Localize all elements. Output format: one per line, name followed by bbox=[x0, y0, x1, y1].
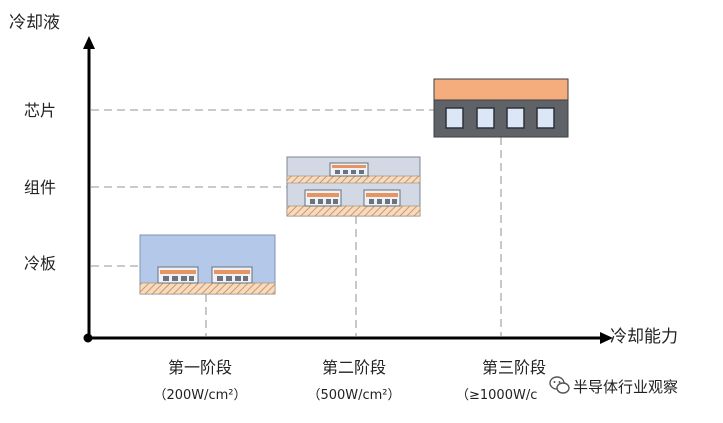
module-right-component bbox=[363, 189, 401, 207]
module-top-component bbox=[329, 162, 369, 177]
cold-plate-component-1 bbox=[157, 266, 199, 284]
stage-1-name: 第一阶段 bbox=[168, 358, 232, 377]
stage-1-capacity: （200W/cm²） bbox=[153, 388, 246, 403]
stage-3-capacity: （≥1000W/c bbox=[456, 388, 537, 403]
y-level-coldplate-label: 冷板 bbox=[24, 254, 56, 273]
cold-plate-illustration bbox=[139, 234, 276, 295]
stage-2-name: 第二阶段 bbox=[322, 358, 386, 377]
x-axis-arrow bbox=[600, 332, 613, 344]
y-axis-arrow bbox=[83, 36, 95, 49]
stage-2-capacity: （500W/cm²） bbox=[307, 388, 400, 403]
wechat-icon bbox=[549, 376, 570, 394]
module-illustration bbox=[286, 156, 421, 217]
module-left-component bbox=[304, 189, 342, 207]
watermark-text: 半导体行业观察 bbox=[573, 378, 678, 396]
axis-origin-dot bbox=[83, 333, 93, 343]
chip-illustration bbox=[433, 78, 569, 138]
x-axis-title: 冷却能力 bbox=[610, 327, 678, 347]
watermark: 半导体行业观察 bbox=[549, 376, 678, 396]
y-level-chip-label: 芯片 bbox=[24, 101, 56, 120]
cold-plate-component-2 bbox=[211, 266, 253, 284]
y-axis-title: 冷却液 bbox=[9, 13, 60, 33]
stage-3-name: 第三阶段 bbox=[482, 358, 546, 377]
y-level-module-label: 组件 bbox=[24, 178, 56, 197]
